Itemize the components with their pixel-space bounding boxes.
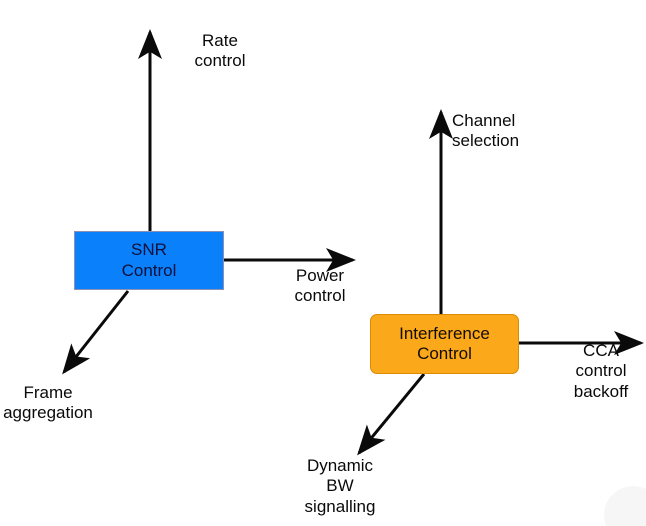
- node-snr-control[interactable]: SNR Control: [74, 231, 224, 290]
- arrow-interference-to-dynamic-bw-signalling: [357, 373, 426, 456]
- edge-label-channel-selection: Channel selection: [452, 111, 520, 151]
- edge-label-frame-aggregation: Frame aggregation: [3, 383, 93, 423]
- node-interference-control[interactable]: Interference Control: [370, 314, 519, 374]
- edge-label-dynamic-bw-signalling: Dynamic BW signalling: [304, 456, 376, 516]
- edge-label-power-control: Power control: [294, 266, 346, 306]
- arrow-snr-to-frame-aggregation: [62, 290, 130, 375]
- edge-label-cca-control-backoff: CCA control backoff: [573, 341, 629, 401]
- edge-label-rate-control: Rate control: [194, 31, 246, 71]
